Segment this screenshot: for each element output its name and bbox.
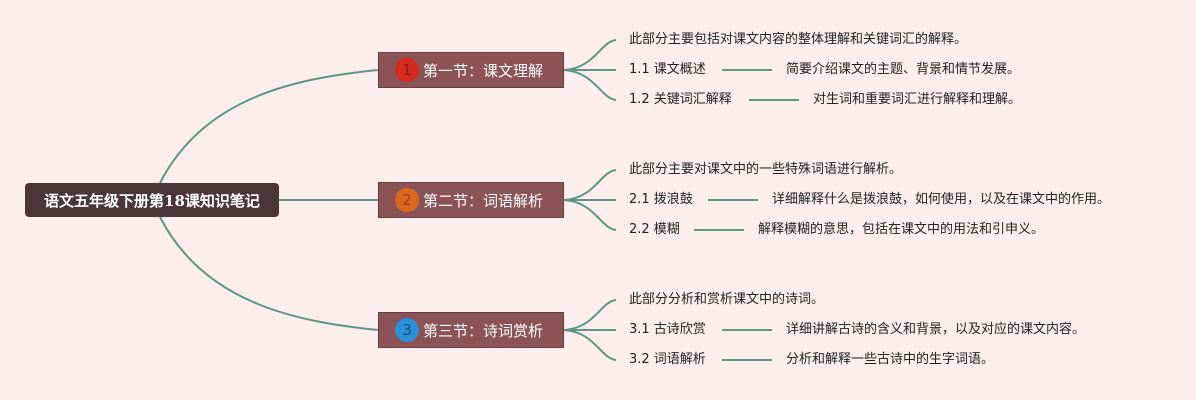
section-1-item-1-label: 1.1 课文概述 (629, 62, 706, 77)
root-title: 语文五年级下册第18课知识笔记 (44, 191, 260, 210)
section-3-item-2-label: 3.2 词语解析 (629, 352, 706, 367)
section-3-item-1-label: 3.1 古诗欣赏 (629, 322, 706, 337)
section-2-item-1-description: 详细解释什么是拨浪鼓，如何使用，以及在课文中的作用。 (772, 192, 1111, 207)
root-node[interactable]: 语文五年级下册第18课知识笔记 (25, 183, 279, 217)
number-badge-icon: 2 (395, 188, 419, 212)
section-node-1[interactable]: 1 第一节：课文理解 (378, 52, 564, 88)
section-3-item-2-connector (563, 329, 617, 361)
section-title: 第一节：课文理解 (423, 61, 544, 80)
section-2-item-2-description: 解释模糊的意思，包括在课文中的用法和引申义。 (758, 222, 1045, 237)
section-1-summary-connector (563, 39, 617, 71)
section-2-item-2-label: 2.2 模糊 (629, 222, 680, 237)
section-title: 第三节：诗词赏析 (423, 321, 544, 340)
number-badge-icon: 1 (395, 58, 419, 82)
section-1-item-1-description: 简要介绍课文的主题、背景和情节发展。 (786, 62, 1021, 77)
section-3-item-2-description: 分析和解释一些古诗中的生字词语。 (786, 352, 995, 367)
section-2-summary-connector (563, 169, 617, 201)
section-2-item-1-label: 2.1 拨浪鼓 (629, 192, 693, 207)
section-3-summary-connector (563, 299, 617, 331)
section-3-summary: 此部分分析和赏析课文中的诗词。 (629, 292, 825, 307)
number-badge-icon: 3 (395, 318, 419, 342)
root-to-section-3-connector (159, 216, 379, 331)
section-3-item-1-description: 详细讲解古诗的含义和背景，以及对应的课文内容。 (786, 322, 1086, 337)
section-node-2[interactable]: 2 第二节：词语解析 (378, 182, 564, 218)
section-node-3[interactable]: 3 第三节：诗词赏析 (378, 312, 564, 348)
section-1-summary: 此部分主要包括对课文内容的整体理解和关键词汇的解释。 (629, 32, 968, 47)
section-2-summary: 此部分主要对课文中的一些特殊词语进行解析。 (629, 162, 903, 177)
section-1-item-2-label: 1.2 关键词汇解释 (629, 92, 732, 107)
section-1-item-2-description: 对生词和重要词汇进行解释和理解。 (813, 92, 1022, 107)
section-title: 第二节：词语解析 (423, 191, 544, 210)
section-2-item-2-connector (563, 199, 617, 231)
section-1-item-2-connector (563, 69, 617, 101)
root-to-section-1-connector (159, 69, 379, 184)
